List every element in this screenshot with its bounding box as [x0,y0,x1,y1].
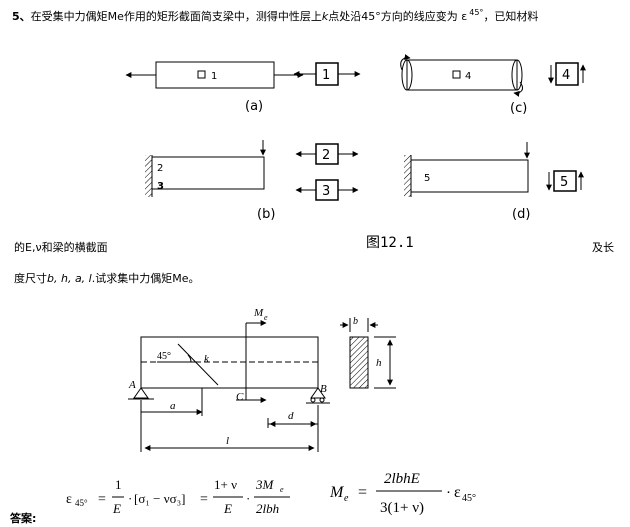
svg-text:e: e [344,493,349,504]
answer-label: 答案: [10,512,37,525]
question-line1: 5、在受集中力偶矩Me作用的矩形截面简支梁中，测得中性层上k点处沿45°方向的线… [12,8,538,24]
beam-figure: M e 45° k A B C a d l [128,307,396,452]
svg-text:3M: 3M [255,477,275,492]
point-4-label: 4 [465,71,471,82]
section-h-label: h [376,357,382,369]
line3-vars: b, h, a, l [47,272,92,285]
question-text-c: ，已知材料 [483,10,539,23]
line3-a: 度尺寸 [14,272,47,285]
svg-text:M: M [329,484,345,501]
c-label: C [236,391,244,403]
label-c: (c) [510,101,527,116]
svg-text:=: = [358,484,367,501]
figure-a: 1 (a) 1 [125,61,361,114]
dim-l-label: l [226,435,229,447]
element-4-label: 4 [562,68,570,83]
question-number: 5、 [12,10,31,23]
section-b-label: b [353,316,358,327]
svg-text:1+ ν: 1+ ν [214,477,237,492]
svg-text:·: · [128,491,132,506]
element-3-label: 3 [322,184,330,199]
svg-text:E: E [112,501,121,516]
figure-c: 4 (c) 4 [400,54,586,116]
figure-d: 5 (d) 5 [404,142,584,222]
svg-text:2lbhE: 2lbhE [384,471,420,487]
line3-b: .试求集中力偶矩Me。 [91,272,200,285]
point-1-marker [197,70,206,79]
element-box-4 [555,62,579,86]
svg-text:45°: 45° [462,493,476,504]
element-5-label: 5 [560,175,568,190]
question-text-b: 点处沿45°方向的线应变为 [328,10,458,23]
eps-sub: 45° [469,8,484,18]
svg-text:45°: 45° [75,498,88,508]
svg-text:=: = [98,492,106,507]
element-2-label: 2 [322,148,330,163]
svg-text:2lbh: 2lbh [256,501,279,516]
point-5-label: 5 [424,173,430,184]
question-line2: 的E,ν和梁的横截面 [14,241,108,254]
point-2-label: 2 [157,163,163,174]
figure-b: 2 3 (b) 2 3 [145,140,359,222]
question-text-a: 在受集中力偶矩Me作用的矩形截面简支梁中，测得中性层上 [30,10,322,23]
svg-text:[σ₁ − νσ₃]: [σ₁ − νσ₃] [134,491,185,506]
eps-symbol: ε [461,10,468,23]
label-a: (a) [245,99,263,114]
equation-1: ε 45° = 1 E · [σ₁ − νσ₃] = 1+ ν E · 3M e… [66,477,290,516]
svg-text:=: = [200,492,208,507]
svg-text:1: 1 [115,477,122,492]
angle-label: 45° [157,351,171,362]
element-box-5 [553,170,577,192]
svg-text:ε: ε [454,484,461,501]
svg-text:e: e [280,485,284,494]
me-sub: e [264,313,268,322]
b-support-label: B [320,383,327,395]
question-line2-right: 及长 [592,241,614,254]
label-b: (b) [257,207,275,222]
figure-caption: 图12.1 [366,235,414,251]
svg-text:3(1+ ν): 3(1+ ν) [380,500,424,516]
element-1-label: 1 [322,68,330,83]
point-3-label: 3 [157,181,164,192]
equation-2: M e = 2lbhE 3(1+ ν) · ε 45° [329,471,476,516]
svg-text:ε: ε [66,492,72,507]
me-label: M [253,307,264,319]
label-d: (d) [512,207,530,222]
svg-text:·: · [446,485,451,501]
point-1-label: 1 [211,71,217,82]
svg-text:·: · [246,491,250,506]
question-line3: 度尺寸b, h, a, l.试求集中力偶矩Me。 [14,270,200,286]
a-support-label: A [128,379,136,391]
question-k-letter: k [321,10,329,23]
dim-d-label: d [288,410,294,422]
dim-a-label: a [170,400,176,412]
svg-text:E: E [223,501,232,516]
k-label: k [204,353,210,365]
